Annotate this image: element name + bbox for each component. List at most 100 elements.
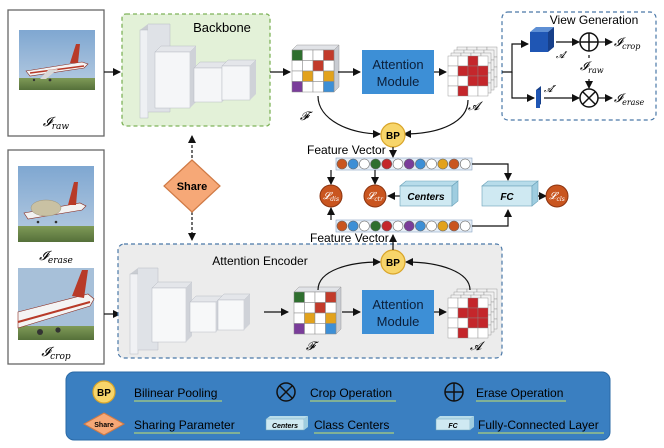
vector-top-to-fc-arrow <box>472 163 512 181</box>
feature-vector-element <box>415 158 426 170</box>
loss-cls-sub: cls <box>556 196 564 203</box>
feature-vector-element <box>403 158 415 170</box>
feature-map-cell <box>312 49 324 61</box>
loss-cls: 𝓛cls <box>545 184 569 208</box>
attention-map-cell <box>447 75 459 87</box>
legend-bp-label: Bilinear Pooling <box>134 386 217 400</box>
attention-map-cell <box>457 307 469 319</box>
attention-map-cell <box>447 297 459 309</box>
feature-vector-element <box>336 158 348 170</box>
feature-vector-element <box>459 158 471 170</box>
attention-map-cell <box>467 307 479 319</box>
attention-map-cell <box>467 65 479 77</box>
backbone-conv-layers <box>139 23 257 119</box>
legend-bp-icon-text: BP <box>97 388 111 399</box>
feature-map-cell <box>293 291 305 303</box>
feature-map-cell <box>314 302 326 314</box>
attention-map-cell <box>457 327 469 339</box>
feature-vector-element <box>359 220 370 232</box>
feature-map-cell <box>325 302 337 314</box>
legend-centers-icon-text: Centers <box>272 423 298 430</box>
feature-vector-top-label: Feature Vector <box>307 143 386 157</box>
attention-map-cell <box>477 307 489 319</box>
attention-map-cell <box>447 65 459 77</box>
attention-map-cell <box>457 85 469 97</box>
attention-map-cell <box>467 317 479 329</box>
feature-map-cell <box>302 70 314 82</box>
attention-map-cell <box>477 65 489 77</box>
feature-map-bottom <box>293 286 342 335</box>
feature-map-cell <box>304 323 316 335</box>
attention-module-bottom: Attention Module <box>362 290 434 334</box>
feature-map-top-label: 𝓕 <box>300 109 313 123</box>
crop-operation-symbol <box>579 88 599 108</box>
feature-vector-element <box>336 220 348 232</box>
feature-map-cell <box>323 81 335 93</box>
share-text: Share <box>177 181 208 193</box>
feature-vector-bottom-cells <box>336 220 471 232</box>
loss-ctr-symbol: 𝓛 <box>367 191 377 202</box>
legend-erase: Erase Operation <box>444 382 566 402</box>
attention-map-cell <box>457 75 469 87</box>
attention-map-cell <box>467 85 479 97</box>
backbone-block: Backbone <box>121 13 271 127</box>
feature-map-cell <box>314 312 326 324</box>
feature-vector-bottom-label: Feature Vector <box>310 231 389 245</box>
attention-module-bottom-line2: Module <box>377 314 420 329</box>
centers-box: Centers <box>399 180 459 207</box>
fc-box: FC <box>481 180 539 207</box>
loss-ctr-sub: ctr <box>374 196 384 203</box>
attention-map-cell <box>477 327 489 339</box>
svg-text:𝓛dis: 𝓛dis <box>323 191 339 203</box>
vector-bottom-to-fc-arrow <box>472 209 512 227</box>
legend-panel: BP Bilinear Pooling Crop Operation Erase… <box>65 371 611 441</box>
feature-map-cell <box>291 49 303 61</box>
erase-mask <box>30 199 62 217</box>
view-generation-title: View Generation <box>550 13 639 27</box>
attention-map-cell <box>457 317 469 329</box>
legend-share: Share Sharing Parameter <box>82 412 240 436</box>
share-diamond: Share <box>163 159 221 213</box>
feature-map-cell <box>293 302 305 314</box>
feature-map-cell <box>304 312 316 324</box>
feature-vector-element <box>459 220 471 232</box>
attention-map-cell <box>467 75 479 87</box>
attention-encoder-block: Attention Encoder 𝓕 Attention Module 𝓐 <box>117 243 503 359</box>
erase-airplane-photo <box>18 166 94 242</box>
svg-text:𝓛ctr: 𝓛ctr <box>367 191 384 203</box>
feature-map-cell <box>291 60 303 72</box>
attention-map-cell <box>457 297 469 309</box>
raw-airplane-photo <box>19 30 95 90</box>
raw-image-panel: 𝓘raw <box>7 9 105 137</box>
feature-map-cell <box>325 312 337 324</box>
feature-map-cell <box>312 81 324 93</box>
feature-vector-element <box>370 220 381 232</box>
legend-fc: FC Fully-Connected Layer <box>435 416 604 434</box>
feature-map-cell <box>302 49 314 61</box>
feature-map-cell <box>304 302 316 314</box>
legend-share-icon-text: Share <box>94 422 114 429</box>
feature-map-cell <box>312 60 324 72</box>
feature-vector-top <box>335 157 473 171</box>
view-generation-block: View Generation 𝓐′ 𝓘crop 𝓘raw 𝓐″ <box>501 11 657 121</box>
a-prime-label: 𝓐′ <box>556 51 568 61</box>
feature-map-cell <box>323 70 335 82</box>
legend-centers-label: Class Centers <box>314 418 389 432</box>
loss-ctr: 𝓛ctr <box>363 184 387 208</box>
feature-vector-element <box>381 220 393 232</box>
feature-vector-element <box>381 158 393 170</box>
legend-centers: Centers Class Centers <box>265 416 394 434</box>
feature-vector-element <box>415 220 426 232</box>
feature-map-top-face <box>291 44 340 51</box>
feature-map-cell <box>293 323 305 335</box>
legend-bp: BP Bilinear Pooling <box>92 380 222 404</box>
attention-module-bottom-line1: Attention <box>372 297 423 312</box>
attention-map-cell <box>467 55 479 67</box>
feature-map-cell <box>302 60 314 72</box>
attention-maps-top-label: 𝓐 <box>468 99 484 113</box>
feature-map-cell <box>314 323 326 335</box>
feature-vector-element <box>347 158 359 170</box>
backbone-title: Backbone <box>193 20 251 35</box>
legend-erase-label: Erase Operation <box>476 386 563 400</box>
legend-share-label: Sharing Parameter <box>134 418 235 432</box>
